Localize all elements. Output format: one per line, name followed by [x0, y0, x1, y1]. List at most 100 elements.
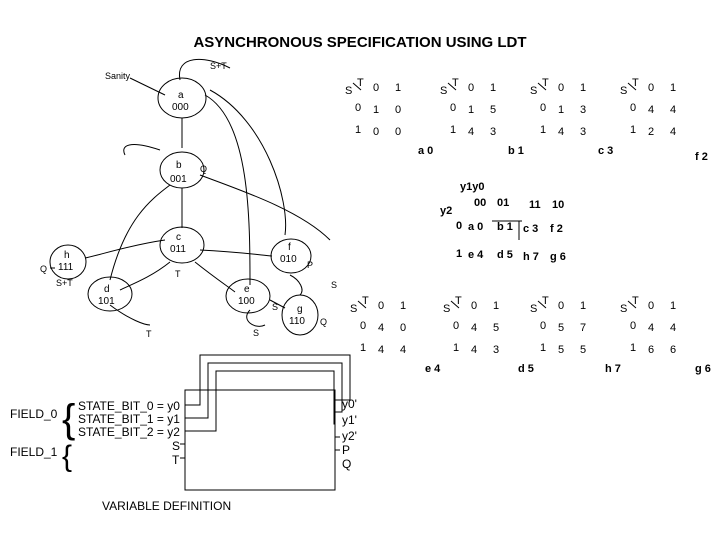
- label-q-b: Q: [200, 164, 207, 174]
- kmap-cell: 1: [373, 104, 379, 116]
- kmap-cell: 4: [558, 126, 564, 138]
- kmap-cell: 1: [468, 104, 474, 116]
- kmap-cell: 5: [493, 322, 499, 334]
- kmap-s-label: S: [620, 85, 627, 97]
- state-g: [281, 294, 319, 336]
- kmap-row-header: 0: [453, 320, 459, 332]
- page-title: ASYNCHRONOUS SPECIFICATION USING LDT: [193, 34, 527, 51]
- state-b: [159, 151, 205, 189]
- kmap-cell: 4: [670, 126, 676, 138]
- kmap-cell: 0: [395, 104, 401, 116]
- kmap-name: b 1: [508, 145, 524, 157]
- field0-brace: {: [62, 397, 75, 441]
- kmap-cell: 4: [648, 322, 654, 334]
- label-t-c: T: [175, 269, 181, 279]
- kmap-s-label: S: [350, 303, 357, 315]
- kmap-row-header: 0: [540, 320, 546, 332]
- kmap-s-label: S: [530, 85, 537, 97]
- kmap-cell: 4: [378, 344, 384, 356]
- enc-cell-1-1: d 5: [497, 249, 513, 261]
- kmap-t-label: T: [357, 77, 364, 89]
- kmap-cell: 0: [400, 322, 406, 334]
- edge-c-e: [194, 261, 236, 293]
- kmap-row-header: 0: [630, 102, 636, 114]
- kmap-cell: 5: [490, 104, 496, 116]
- kmap-col-header: 0: [648, 300, 654, 312]
- kmap-t-label: T: [542, 295, 549, 307]
- edge-a-e: [204, 94, 251, 286]
- kmap-cell: 7: [580, 322, 586, 334]
- kmap-cell: 4: [471, 344, 477, 356]
- enc-col-0: 00: [474, 197, 486, 209]
- output-p: P: [342, 443, 350, 457]
- kmap-row-header: 0: [360, 320, 366, 332]
- kmap-col-header: 1: [395, 82, 401, 94]
- input-s: S: [172, 439, 180, 453]
- kmap-corner-line: [352, 82, 362, 91]
- kmap-t-label: T: [632, 77, 639, 89]
- state-d: [87, 276, 133, 312]
- edge-a-self: [179, 58, 231, 81]
- enc-cell-1-0: e 4: [468, 249, 484, 261]
- state-c: [159, 226, 205, 264]
- label-sanity: Sanity: [105, 71, 131, 81]
- kmap-cell: 5: [558, 344, 564, 356]
- kmap-cell: 5: [580, 344, 586, 356]
- kmap-corner-line: [537, 82, 547, 91]
- kmap-row-header: 1: [540, 342, 546, 354]
- label-t-d: T: [146, 329, 152, 339]
- kmap-col-header: 1: [580, 300, 586, 312]
- edge-c-f: [199, 249, 273, 257]
- label-p-f: P: [307, 260, 313, 270]
- kmap-t-label: T: [455, 295, 462, 307]
- kmap-name: a 0: [418, 145, 433, 157]
- state-h-name: h: [64, 250, 70, 261]
- kmap-col-header: 1: [580, 82, 586, 94]
- kmap-col-header: 0: [468, 82, 474, 94]
- kmap-corner-line: [627, 300, 637, 309]
- edge-b-d: [109, 184, 171, 281]
- edge-c-d: [119, 261, 171, 291]
- edge-b-f: [199, 174, 331, 241]
- input-y1: STATE_BIT_1 = y1: [78, 412, 180, 426]
- output-q: Q: [342, 457, 351, 471]
- enc-row-0: 0: [456, 220, 462, 232]
- enc-col-header: y1y0: [460, 181, 484, 193]
- state-e-code: 100: [238, 296, 255, 307]
- state-h-code: 111: [58, 262, 74, 273]
- kmap-s-label: S: [440, 85, 447, 97]
- kmap-top-last-name: f 2: [695, 151, 708, 163]
- field1-brace: {: [62, 440, 72, 473]
- kmap-col-header: 1: [493, 300, 499, 312]
- state-e-name: e: [244, 284, 250, 295]
- field0-label: FIELD_0: [10, 407, 58, 421]
- state-g-name: g: [297, 304, 303, 315]
- kmap-col-header: 1: [670, 82, 676, 94]
- kmap-cell: 2: [648, 126, 654, 138]
- kmap-cell: 0: [395, 126, 401, 138]
- state-f: [270, 238, 312, 274]
- kmap-name: g 6: [695, 363, 711, 375]
- state-b-code: 001: [170, 174, 187, 185]
- kmap-row-header: 1: [540, 124, 546, 136]
- state-c-name: c: [176, 232, 181, 243]
- kmap-cell: 4: [471, 322, 477, 334]
- kmap-cell: 6: [670, 344, 676, 356]
- input-t: T: [172, 453, 180, 467]
- kmap-row-header: 1: [450, 124, 456, 136]
- output-y0: y0': [342, 397, 357, 411]
- kmap-cell: 4: [648, 104, 654, 116]
- kmap-corner-line: [450, 300, 460, 309]
- state-g-code: 110: [289, 316, 305, 327]
- label-q-h: Q: [40, 264, 47, 274]
- kmap-s-label: S: [345, 85, 352, 97]
- kmap-s-label: S: [620, 303, 627, 315]
- label-s-e2: S: [272, 302, 278, 312]
